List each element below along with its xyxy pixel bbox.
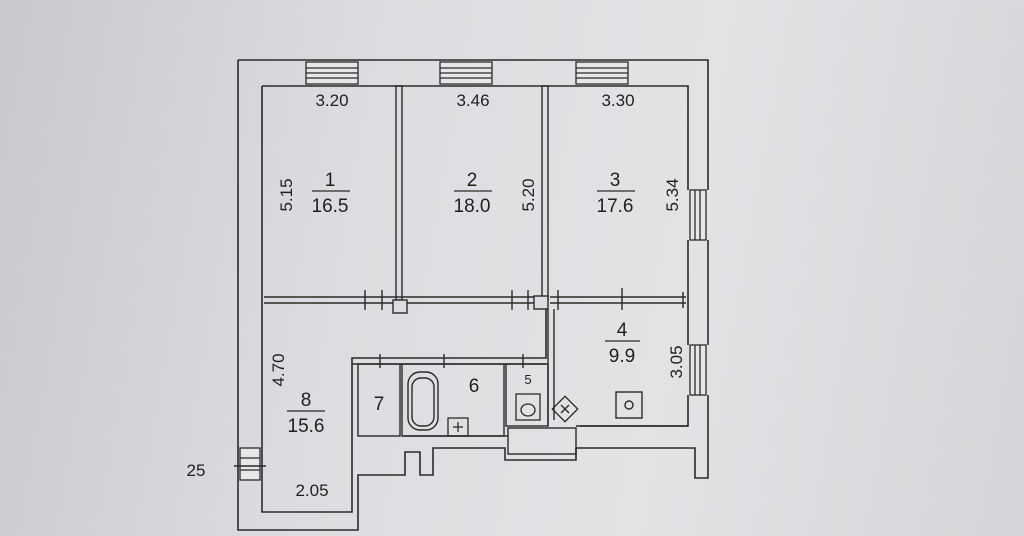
room-2-number: 2 <box>467 170 478 191</box>
room-1-number: 1 <box>325 170 336 191</box>
partitions <box>264 85 688 455</box>
outer-walls <box>237 59 709 531</box>
window-kitchen <box>689 344 707 396</box>
room-1-area: 16.5 <box>312 196 349 217</box>
dim-room1-width: 3.20 <box>315 91 348 110</box>
stove-icon <box>615 391 643 419</box>
dim-room3-depth: 5.34 <box>663 178 682 211</box>
room-4-number: 4 <box>617 320 628 341</box>
entrance-door <box>239 447 261 481</box>
room-2-area: 18.0 <box>454 196 491 217</box>
dim-hall-depth: 4.70 <box>269 353 288 386</box>
room-5-number: 5 <box>524 372 531 387</box>
room-3-number: 3 <box>610 170 621 191</box>
room-6-number: 6 <box>469 376 480 397</box>
dim-room3-width: 3.30 <box>601 91 634 110</box>
dim-room1-depth: 5.15 <box>277 178 296 211</box>
tick-marks <box>234 288 684 467</box>
room-7-number: 7 <box>374 394 385 415</box>
sink-icon <box>447 417 469 437</box>
room-4-area: 9.9 <box>609 346 635 367</box>
dim-room2-width: 3.46 <box>456 91 489 110</box>
toilet-icon <box>515 393 541 421</box>
dim-hall-width: 2.05 <box>295 481 328 500</box>
room-labels: 1 16.5 2 18.0 3 17.6 4 9.9 5 6 7 8 15.6 <box>287 170 640 437</box>
dim-kitchen-depth: 3.05 <box>667 345 686 378</box>
dim-room2-depth: 5.20 <box>519 178 538 211</box>
entrance-marker: 25 <box>187 461 206 480</box>
window-room3-side <box>689 189 707 241</box>
dimension-labels: 3.20 3.46 3.30 5.15 5.20 5.34 3.05 4.70 … <box>269 91 686 500</box>
bathtub-icon <box>407 371 439 431</box>
room-8-area: 15.6 <box>288 416 325 437</box>
kitchen-sink-icon <box>551 395 579 423</box>
room-3-area: 17.6 <box>597 196 634 217</box>
windows <box>239 61 707 481</box>
room-8-number: 8 <box>301 390 312 411</box>
